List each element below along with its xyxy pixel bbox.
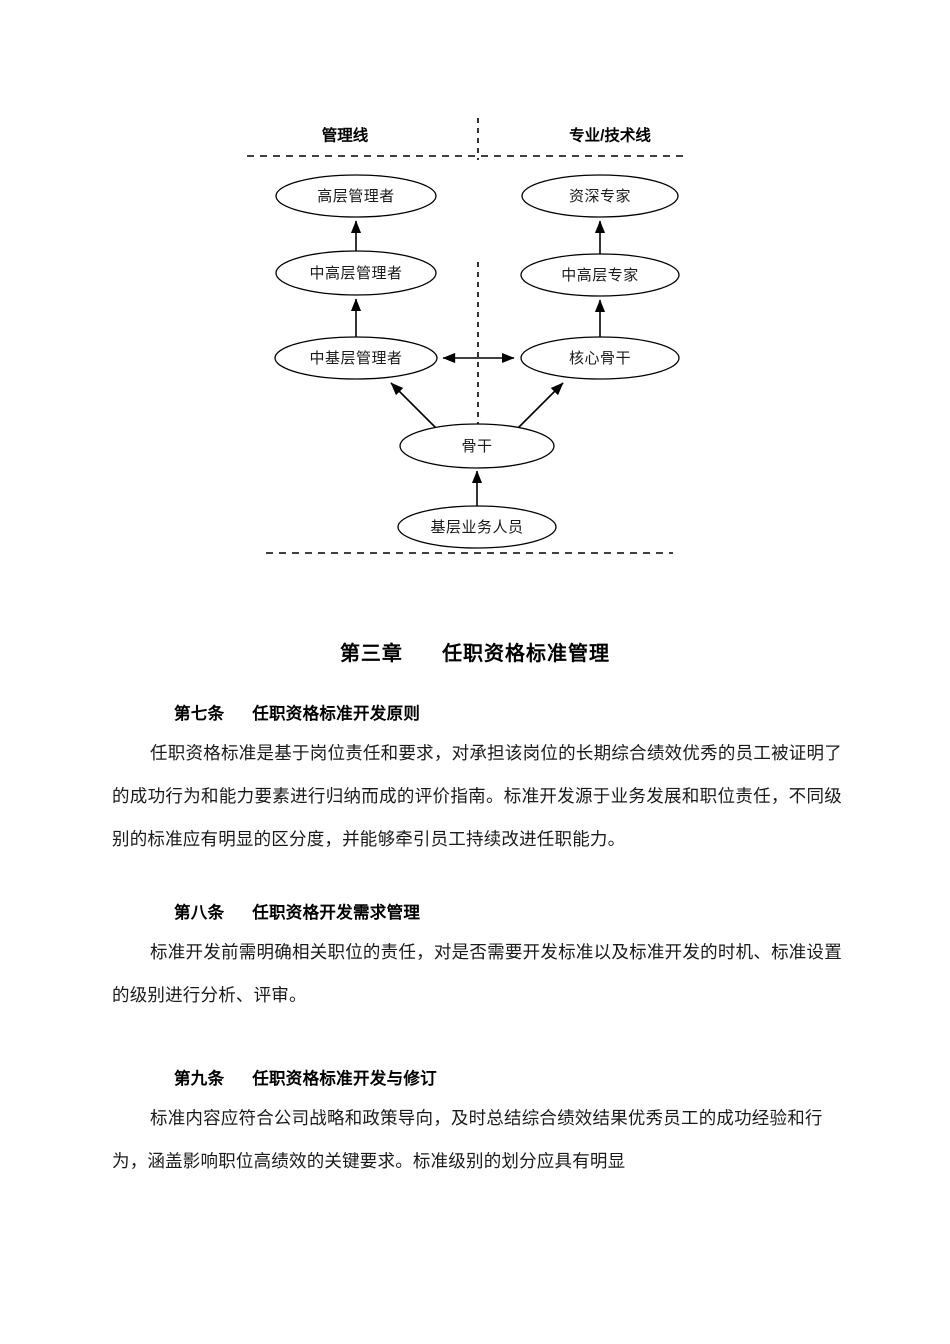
chapter-title-text: 任职资格标准管理 [442,643,611,665]
column-header-management: 管理线 [322,126,369,145]
diagram-canvas: 管理线 专业/技术线 高层管理者 [247,118,688,554]
edge-backbone-to-mid-low-manager [390,382,439,431]
node-label: 中高层专家 [561,267,639,284]
career-dual-track-diagram: 管理线 专业/技术线 高层管理者 [0,0,950,600]
node-shape [275,250,437,296]
article-9: 第九条 任职资格标准开发与修订 标准内容应符合公司战略和政策导向，及时总结综合绩… [112,1065,842,1183]
node-upper-mid-manager: 中高层管理者 [275,250,437,296]
node-label: 核心骨干 [569,350,631,367]
article-spacer-2 [112,1045,842,1065]
node-backbone: 骨干 [399,423,555,469]
article-8-body: 标准开发前需明确相关职位的责任，对是否需要开发标准以及标准开发的时机、标准设置的… [112,942,842,1005]
article-spacer-1 [112,889,842,899]
node-label: 资深专家 [569,188,631,205]
article-8-heading: 第八条 任职资格开发需求管理 [112,899,842,923]
node-senior-manager: 高层管理者 [275,174,437,218]
article-8-heading-text: 任职资格开发需求管理 [252,904,421,922]
node-mid-low-manager: 中基层管理者 [274,336,438,380]
node-frontline-staff: 基层业务人员 [397,505,557,549]
node-shape [520,253,680,297]
article-7: 第七条 任职资格标准开发原则 任职资格标准是基于岗位责任和要求，对承担该岗位的长… [112,700,842,861]
article-7-number: 第七条 [174,705,225,723]
column-header-professional: 专业/技术线 [569,126,651,145]
node-label: 中基层管理者 [309,350,402,367]
node-senior-expert: 资深专家 [521,174,679,218]
article-7-body: 任职资格标准是基于岗位责任和要求，对承担该岗位的长期综合绩效优秀的员工被证明了的… [112,743,842,849]
node-shape [520,336,680,380]
document-body: 第七条 任职资格标准开发原则 任职资格标准是基于岗位责任和要求，对承担该岗位的长… [112,700,842,1211]
article-7-heading-text: 任职资格标准开发原则 [252,705,421,723]
article-9-heading: 第九条 任职资格标准开发与修订 [112,1065,842,1089]
node-label: 基层业务人员 [430,519,523,536]
node-shape [274,336,438,380]
article-7-heading: 第七条 任职资格标准开发原则 [112,700,842,724]
node-label: 骨干 [461,439,492,455]
node-shape [521,174,679,218]
edge-backbone-to-core-backbone [515,382,564,431]
chapter-title: 第三章 任职资格标准管理 [0,637,950,666]
article-9-heading-text: 任职资格标准开发与修订 [252,1070,437,1088]
article-9-body: 标准内容应符合公司战略和政策导向，及时总结综合绩效结果优秀员工的成功经验和行为，… [112,1108,823,1171]
article-8: 第八条 任职资格开发需求管理 标准开发前需明确相关职位的责任，对是否需要开发标准… [112,899,842,1017]
node-core-backbone: 核心骨干 [520,336,680,380]
article-8-number: 第八条 [174,904,225,922]
node-label: 中高层管理者 [309,265,402,282]
article-9-number: 第九条 [174,1070,225,1088]
node-shape [397,505,557,549]
node-shape [275,174,437,218]
chapter-number: 第三章 [339,643,403,665]
node-label: 高层管理者 [317,188,395,205]
node-shape [399,423,555,469]
node-upper-mid-expert: 中高层专家 [520,253,680,297]
